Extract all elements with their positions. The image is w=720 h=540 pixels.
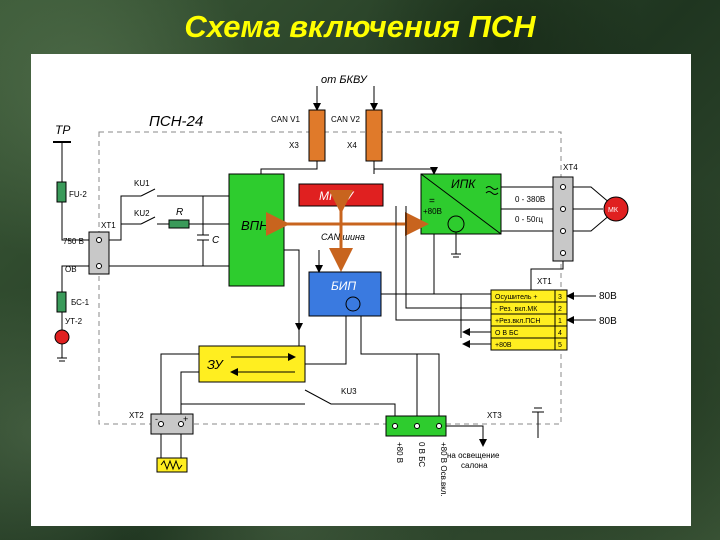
- v80-b-label: 80В: [599, 316, 617, 327]
- ku2-label: KU2: [134, 209, 150, 218]
- can-v1-label: CAN V1: [271, 115, 300, 124]
- c-label: C: [212, 235, 220, 246]
- xt1-left-terminal: [88, 231, 110, 275]
- fu2-label: FU-2: [69, 190, 87, 199]
- bottom-label-0v-bs: 0 В БС: [417, 442, 426, 467]
- bottom-label-80v: +80 В: [395, 442, 404, 463]
- slide-title: Схема включения ПСН: [184, 9, 536, 44]
- out-380-label: 0 - 380В: [515, 195, 545, 204]
- xt3-label: XT3: [487, 411, 502, 420]
- zu-charger-block: [198, 345, 306, 383]
- xt2-minus-label: -: [155, 414, 158, 424]
- terminal-num: 5: [558, 342, 562, 349]
- xt2-label: XT2: [129, 411, 144, 420]
- tr-label: ТР: [55, 123, 70, 137]
- fuse-fu2: [56, 181, 67, 203]
- can-bus-label: CAN шина: [321, 232, 365, 242]
- ut2-label: УТ-2: [65, 317, 83, 326]
- can-v2-connector: [365, 109, 383, 162]
- bip-label: БИП: [331, 279, 356, 293]
- ipk-80v-label: +80В: [423, 207, 442, 216]
- terminal-label: +80В: [495, 342, 512, 349]
- mk-label: МК: [608, 207, 619, 214]
- r-label: R: [176, 207, 183, 218]
- terminal-label: Осушитель +: [495, 294, 538, 301]
- terminal-label: - Рез. вкл.МК: [495, 306, 538, 313]
- diagram-panel: ПСН-24 от БКВУ CAN V1 CAN V2 X3 X4 ТР FU…: [31, 54, 691, 526]
- zu-label: ЗУ: [207, 357, 224, 372]
- v750-label: 750 В: [63, 237, 84, 246]
- bs1-label: БС-1: [71, 298, 90, 307]
- xt2-terminal: [150, 413, 194, 435]
- resistor-r: [168, 219, 190, 229]
- lighting-label-2: салона: [461, 461, 488, 470]
- vpn-label: ВПН: [241, 218, 269, 233]
- x3-label: X3: [289, 141, 299, 150]
- ov-label: ОВ: [65, 265, 77, 274]
- ku1-label: KU1: [134, 179, 150, 188]
- psn-title: ПСН-24: [149, 113, 203, 130]
- terminal-label: О В БС: [495, 330, 519, 337]
- xt2-plus-label: +: [183, 414, 188, 424]
- bottom-label-80v-light: +80 В Осв.вкл.: [439, 442, 448, 497]
- can-v2-label: CAN V2: [331, 115, 360, 124]
- ut2-indicator: [54, 329, 70, 345]
- xt1-left-label: XT1: [101, 221, 116, 230]
- terminal-num: 4: [558, 330, 562, 337]
- lighting-label-1: на освещение: [447, 451, 500, 460]
- bip-block: [308, 271, 382, 317]
- v80-a-label: 80В: [599, 291, 617, 302]
- terminal-num: 3: [558, 294, 562, 301]
- psn-enclosure: [98, 131, 562, 425]
- xt4-label: XT4: [563, 163, 578, 172]
- ipk-label: ИПК: [451, 177, 476, 191]
- power-converter-wiring-diagram: ПСН-24 от БКВУ CAN V1 CAN V2 X3 X4 ТР FU…: [53, 74, 629, 497]
- xt1-right-label: XT1: [537, 277, 552, 286]
- out-50-label: 0 - 50гц: [515, 215, 543, 224]
- terminal-strip: Осушитель + 3 - Рез. вкл.МК 2 +Рез.вкл.П…: [490, 289, 568, 351]
- ipk-eq-label: =: [429, 196, 435, 207]
- source-label: от БКВУ: [321, 74, 368, 86]
- mk-compressor-motor: [603, 196, 629, 222]
- bs1-battery-fuse: [56, 291, 67, 313]
- x4-label: X4: [347, 141, 357, 150]
- can-v1-connector: [308, 109, 326, 162]
- ku3-label: KU3: [341, 387, 357, 396]
- terminal-label: +Рез.вкл.ПСН: [495, 318, 540, 325]
- mpsu-label: МПСУ: [319, 189, 355, 203]
- terminal-num: 2: [558, 306, 562, 313]
- terminal-num: 1: [558, 318, 562, 325]
